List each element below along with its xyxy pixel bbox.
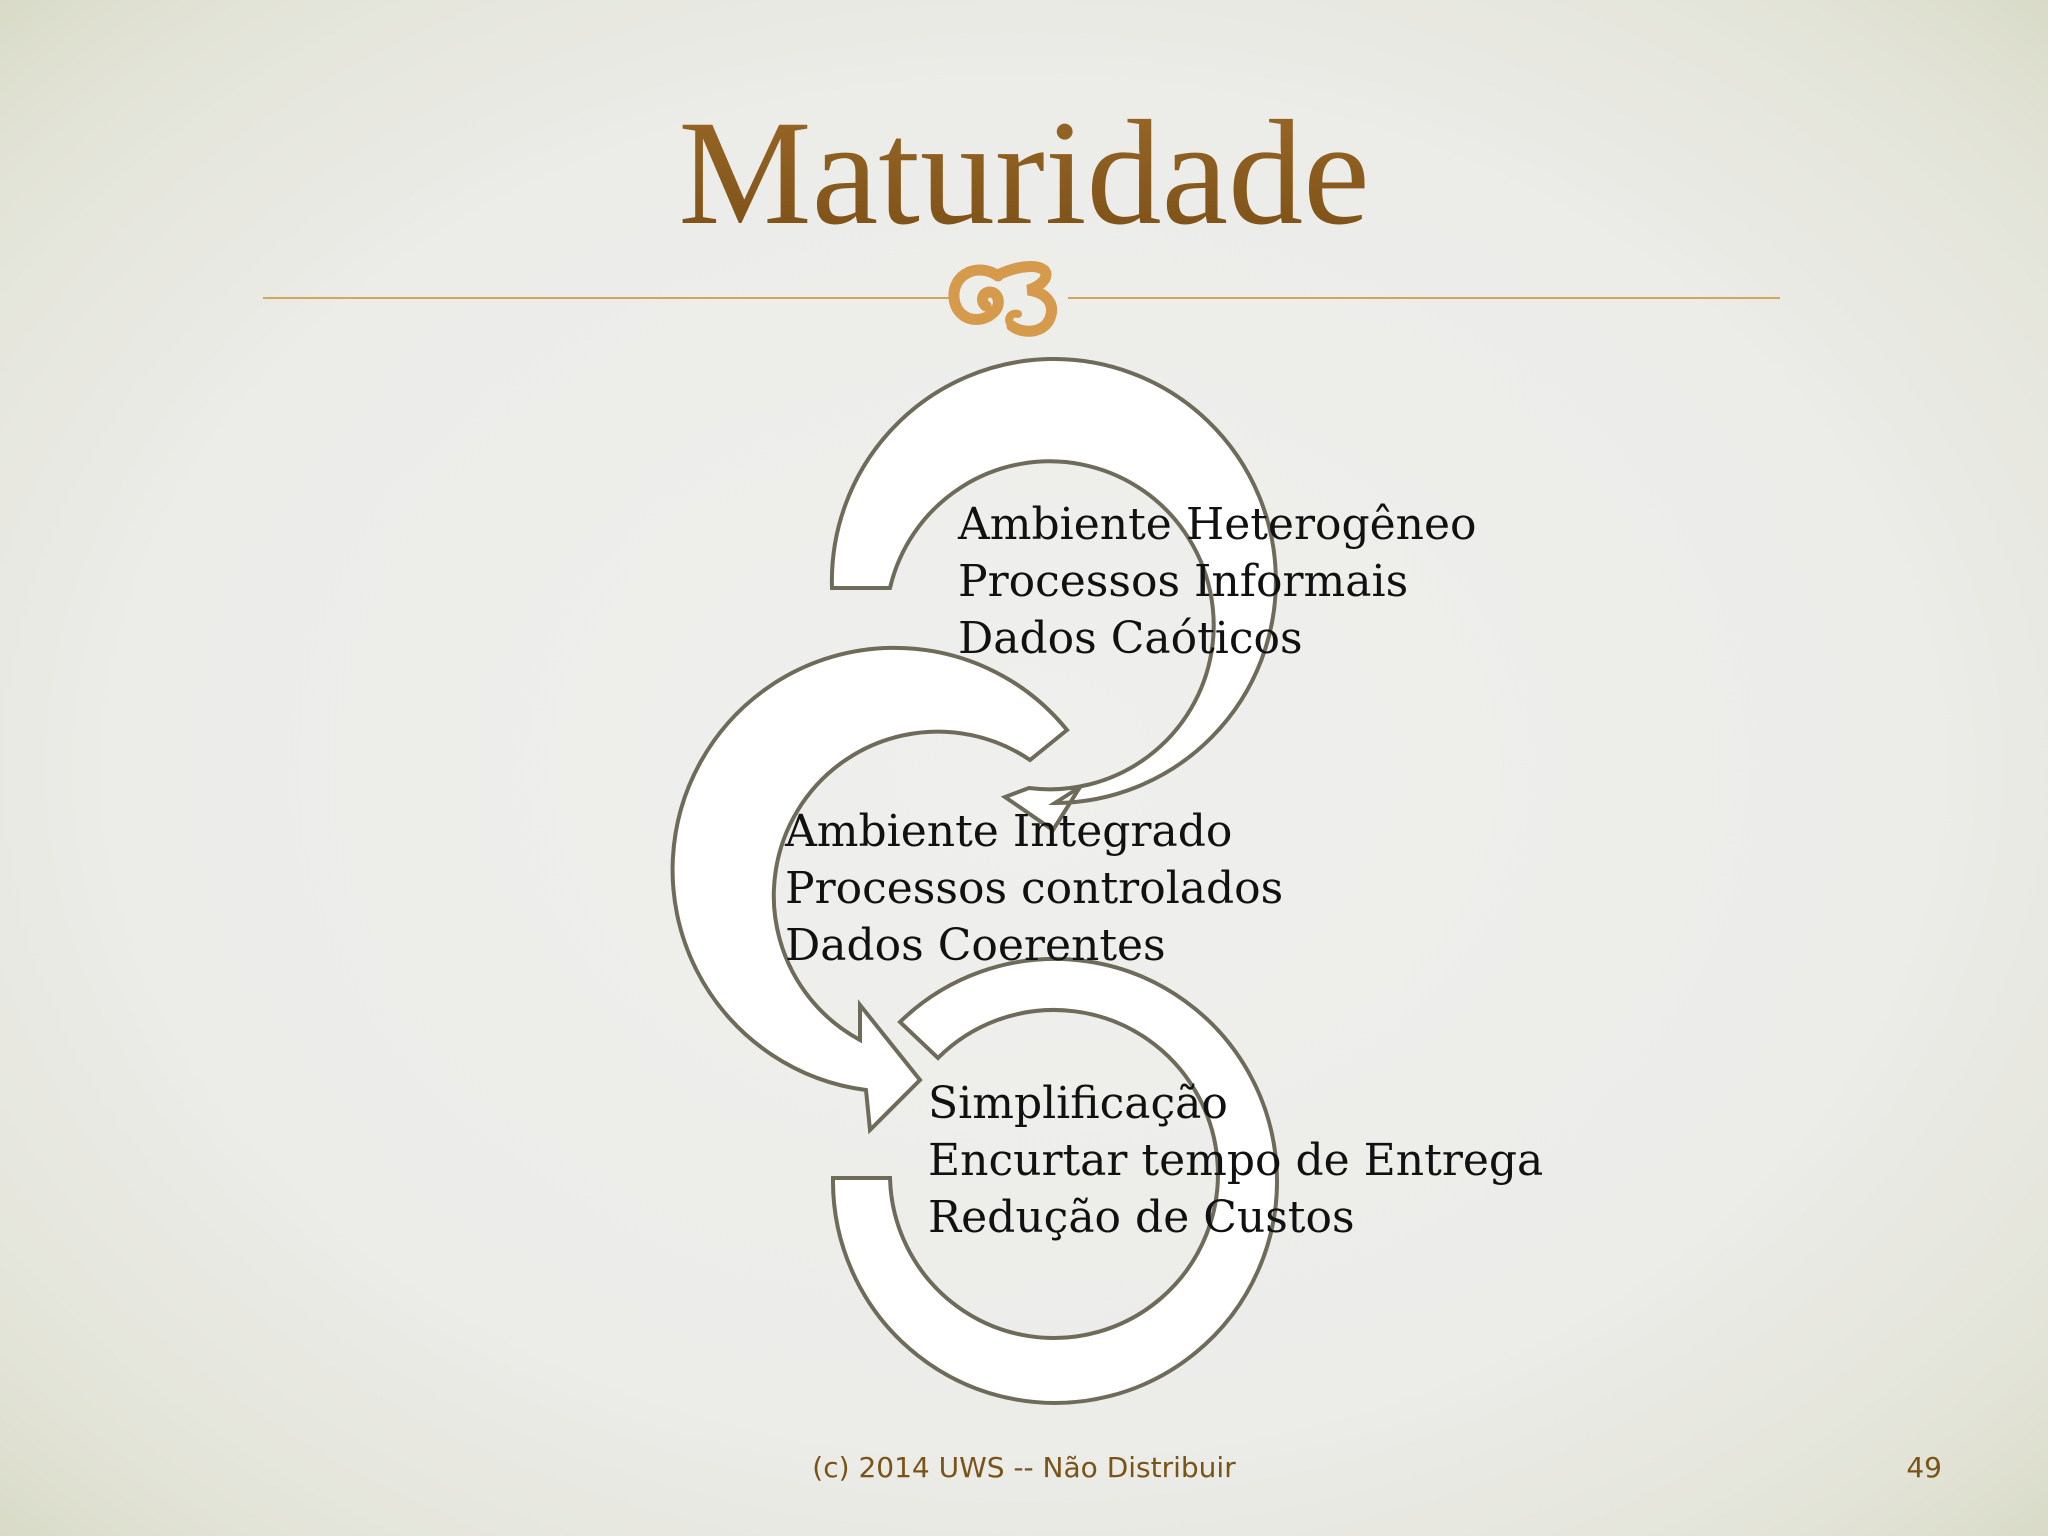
cycle-arrow-2 [670, 645, 1070, 1135]
stage-1-line-1: Ambiente Heterogêneo [958, 499, 1477, 550]
stage-1-line-3: Dados Caóticos [958, 613, 1303, 664]
slide-title: Maturidade [0, 88, 2048, 258]
stage-1-text: Ambiente Heterogêneo Processos Informais… [958, 496, 1477, 667]
stage-3-line-3: Redução de Custos [928, 1192, 1355, 1243]
stage-1-line-2: Processos Informais [958, 556, 1409, 607]
ornament-flourish-icon [948, 261, 1057, 337]
title-rule-right [1068, 297, 1780, 299]
stage-2-line-3: Dados Coerentes [785, 920, 1166, 971]
page-number: 49 [1906, 1451, 1942, 1484]
stage-2-line-2: Processos controlados [785, 863, 1284, 914]
cycle-arrow-1 [829, 357, 1278, 833]
stage-3-line-2: Encurtar tempo de Entrega [928, 1135, 1544, 1186]
slide-footer: (c) 2014 UWS -- Não Distribuir [812, 1451, 1236, 1484]
title-rule-left [263, 297, 953, 299]
stage-2-text: Ambiente Integrado Processos controlados… [785, 803, 1283, 974]
stage-3-text: Simplificação Encurtar tempo de Entrega … [928, 1075, 1543, 1246]
stage-3-line-1: Simplificação [928, 1078, 1228, 1129]
stage-2-line-1: Ambiente Integrado [785, 806, 1233, 857]
cycle-arrow-3 [830, 956, 1279, 1405]
